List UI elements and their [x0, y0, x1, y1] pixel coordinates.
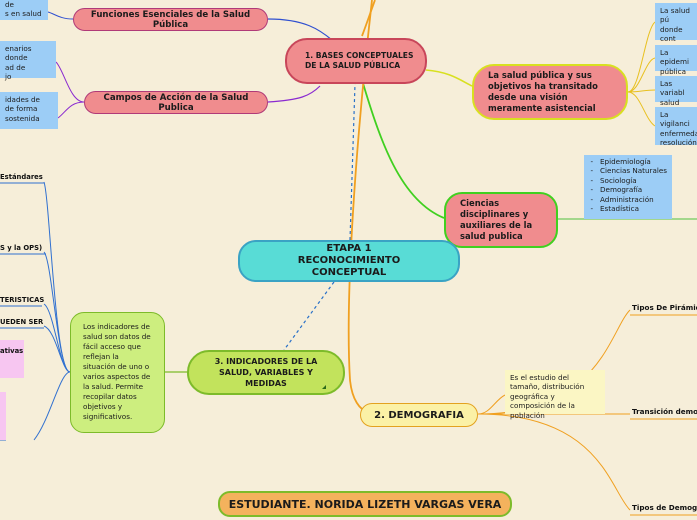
connector-central-indicadores — [283, 281, 335, 351]
historia-node[interactable]: La salud pública y sus objetivos ha tran… — [472, 64, 628, 120]
left-note-3-line-3: sostenida — [5, 113, 40, 123]
ciencias-item: Sociología — [600, 176, 670, 185]
left-note-2-line-3: jo — [5, 72, 12, 82]
connector-historia-notes-4 — [627, 91, 656, 127]
ciencias-item: Estadística — [600, 204, 670, 213]
connector-left-notes-3 — [57, 101, 85, 119]
student-name-banner: ESTUDIANTE. NORIDA LIZETH VARGAS VERA — [218, 491, 512, 517]
central-node[interactable]: ETAPA 1 RECONOCIMIENTO CONCEPTUAL — [238, 240, 460, 282]
right-note-4-line-1: La vigilanci — [660, 110, 690, 129]
connector-campos — [267, 85, 321, 103]
indicadores-label: 3. INDICADORES DE LA SALUD, VARIABLES Y … — [214, 357, 318, 388]
funciones-esenciales-label: Funciones Esenciales de la Salud Pública — [90, 9, 251, 30]
connector-demografia-tags-3 — [477, 413, 631, 511]
bases-conceptuales-node[interactable]: 1. BASES CONCEPTUALES DE LA SALUD PÚBLIC… — [285, 38, 427, 84]
connector-central-bases — [349, 83, 356, 241]
connector-left-bracket-2 — [43, 251, 71, 373]
right-note-1: La salud pú donde cont conocimien — [655, 3, 697, 53]
connector-left-bracket-5 — [33, 371, 71, 441]
right-note-1-line-2: donde cont — [660, 24, 683, 44]
connector-ciencias — [361, 79, 445, 219]
left-note-3-line-2: de forma — [5, 104, 38, 114]
connector-left-bracket — [43, 181, 71, 373]
bases-conceptuales-label: 1. BASES CONCEPTUALES DE LA SALUD PÚBLIC… — [305, 51, 414, 70]
left-lilac-box: ativas — [0, 340, 24, 378]
ciencias-list: Epidemiología Ciencias Naturales Sociolo… — [584, 155, 672, 219]
right-note-3-line-1: Las variabl — [660, 79, 685, 98]
connector-left-notes-2 — [55, 61, 85, 103]
connector-demografia-def — [477, 394, 506, 415]
indicadores-expand-icon[interactable] — [322, 385, 326, 389]
connector-left-notes — [47, 11, 74, 20]
connector-historia-notes-2 — [627, 57, 656, 93]
ciencias-node[interactable]: Ciencias disciplinares y auxiliares de l… — [444, 192, 558, 248]
left-note-1: de s en salud — [0, 0, 48, 20]
student-name-label: ESTUDIANTE. NORIDA LIZETH VARGAS VERA — [228, 497, 502, 511]
right-note-2: La epidemi pública — [655, 45, 697, 76]
indicadores-definition-text: Los indicadores de salud son datos de fá… — [83, 322, 151, 421]
demografia-definition: Es el estudio del tamaño, distribución g… — [505, 370, 605, 420]
right-note-2-line-2: pública — [660, 66, 687, 76]
left-note-1-line-1: de — [5, 0, 14, 9]
indicadores-definition: Los indicadores de salud son datos de fá… — [70, 312, 165, 433]
demografia-definition-text: Es el estudio del tamaño, distribución g… — [510, 373, 585, 420]
left-note-1-line-2: s en salud — [5, 9, 42, 19]
left-tag-caracteristicas: TERISTICAS — [0, 296, 45, 304]
ciencias-item: Administración — [600, 195, 670, 204]
left-note-2-line-2: ad de — [5, 62, 26, 72]
connector-left-bracket-4 — [43, 325, 71, 373]
right-note-4: La vigilanci enfermedad resolución — [655, 107, 697, 148]
connector-historia — [425, 69, 473, 87]
ciencias-label: Ciencias disciplinares y auxiliares de l… — [460, 198, 533, 241]
ciencias-item: Epidemiología — [600, 157, 670, 166]
connector-funciones — [267, 18, 333, 41]
connector-historia-notes — [627, 21, 656, 93]
historia-label: La salud pública y sus objetivos ha tran… — [488, 70, 598, 113]
ciencias-item: Demografía — [600, 185, 670, 194]
left-lilac-box-2 — [0, 392, 6, 440]
right-note-4-line-2: enfermedad — [660, 128, 697, 138]
tipos-piramide-tag[interactable]: Tipos De Pirámid — [632, 303, 697, 312]
right-note-3: Las variabl salud — [655, 76, 697, 107]
tipos-demografia-tag[interactable]: Tipos de Demogr — [632, 503, 697, 512]
indicadores-node[interactable]: 3. INDICADORES DE LA SALUD, VARIABLES Y … — [187, 350, 345, 395]
demografia-label: 2. DEMOGRAFIA — [374, 409, 464, 421]
left-note-2-line-1: enarios donde — [5, 44, 32, 63]
demografia-node[interactable]: 2. DEMOGRAFIA — [360, 403, 478, 427]
campos-accion-label: Campos de Acción de la Salud Publica — [103, 92, 249, 113]
left-tag-estandares: Estándares — [0, 173, 43, 181]
left-note-3-line-1: idades de — [5, 95, 40, 104]
connector-historia-notes-3 — [627, 89, 656, 93]
campos-accion-node[interactable]: Campos de Acción de la Salud Publica — [84, 91, 268, 114]
left-note-2: enarios donde ad de jo — [0, 41, 56, 82]
ciencias-item: Ciencias Naturales — [600, 166, 670, 175]
left-tag-pueden-ser: UEDEN SER — [0, 318, 44, 326]
left-tag-cualitativas: ativas — [0, 347, 24, 355]
left-note-3: idades de de forma sostenida — [0, 92, 58, 129]
right-note-4-line-3: resolución — [660, 138, 697, 148]
right-note-2-line-1: La epidemi — [660, 48, 689, 67]
right-note-3-line-2: salud — [660, 97, 680, 107]
right-note-1-line-1: La salud pú — [660, 6, 690, 25]
left-tag-oms-ops: S y la OPS) — [0, 244, 43, 252]
connector-demografia — [347, 0, 373, 413]
central-label: ETAPA 1 RECONOCIMIENTO CONCEPTUAL — [297, 243, 401, 278]
transicion-demografica-tag[interactable]: Transición demo — [632, 407, 697, 416]
funciones-esenciales-node[interactable]: Funciones Esenciales de la Salud Pública — [73, 8, 268, 31]
